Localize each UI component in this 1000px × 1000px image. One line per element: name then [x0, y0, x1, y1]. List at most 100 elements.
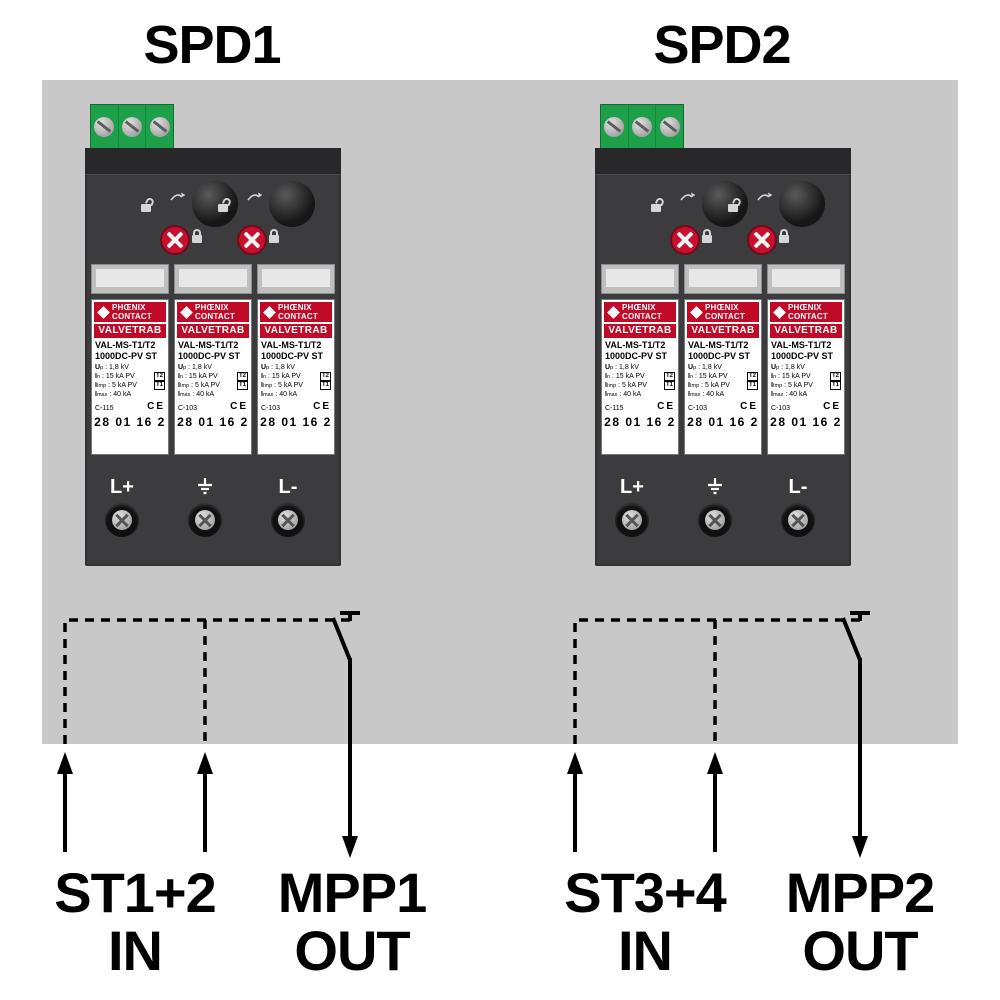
down-arrowhead — [342, 836, 358, 858]
protection-module: PHŒNIX CONTACT VALVETRAB VAL-MS-T1/T2 10… — [91, 264, 169, 455]
terminal-cell — [91, 105, 119, 149]
rotate-arrow-icon — [246, 189, 263, 207]
module-row: PHŒNIX CONTACT VALVETRAB VAL-MS-T1/T2 10… — [91, 264, 335, 455]
connection-name: ST1+2 — [54, 861, 217, 924]
brand-line: CONTACT — [112, 312, 152, 321]
rotate-arrow-icon — [169, 189, 186, 207]
phoenix-contact-logo: PHŒNIX CONTACT — [770, 302, 842, 322]
phoenix-logo-icon — [690, 305, 703, 319]
model-name: VAL-MS-T1/T2 1000DC-PV ST — [602, 338, 678, 361]
product-label: PHŒNIX CONTACT VALVETRAB VAL-MS-T1/T2 10… — [174, 299, 252, 455]
open-lock-icon — [728, 204, 738, 212]
green-terminal-block — [90, 104, 174, 150]
cert-code: C-103 — [178, 405, 198, 412]
brand-line: PHŒNIX — [705, 303, 739, 312]
model-line: VAL-MS-T1/T2 — [261, 340, 322, 350]
status-window — [601, 264, 679, 294]
order-code: 28 01 16 2 — [260, 415, 332, 429]
status-window — [174, 264, 252, 294]
l-minus-label: L- — [788, 476, 808, 498]
module-row: PHŒNIX CONTACT VALVETRAB VAL-MS-T1/T2 10… — [601, 264, 845, 455]
phoenix-logo-icon — [263, 305, 276, 319]
product-label: PHŒNIX CONTACT VALVETRAB VAL-MS-T1/T2 10… — [601, 299, 679, 455]
spd-device: PHŒNIX CONTACT VALVETRAB VAL-MS-T1/T2 10… — [85, 104, 341, 566]
connection-name: MPP1 — [277, 861, 428, 924]
protection-module: PHŒNIX CONTACT VALVETRAB VAL-MS-T1/T2 10… — [174, 264, 252, 455]
top-rail — [85, 148, 341, 175]
test-knob-icon — [269, 181, 315, 227]
product-label: PHŒNIX CONTACT VALVETRAB VAL-MS-T1/T2 10… — [91, 299, 169, 455]
order-code: 28 01 16 2 — [687, 415, 759, 429]
status-window — [91, 264, 169, 294]
model-line: 1000DC-PV ST — [771, 350, 834, 361]
model-line: 1000DC-PV ST — [95, 350, 158, 361]
test-knob-icon — [192, 181, 238, 227]
cert-row: C-103 CE — [258, 399, 334, 412]
phoenix-logo-icon — [97, 305, 110, 319]
connection-direction: OUT — [802, 919, 918, 982]
terminal-screw-icon — [105, 503, 139, 537]
protection-module: PHŒNIX CONTACT VALVETRAB VAL-MS-T1/T2 10… — [257, 264, 335, 455]
order-code: 28 01 16 2 — [177, 415, 249, 429]
terminal-cell — [601, 105, 629, 149]
l-plus-label: L+ — [620, 476, 644, 498]
green-terminal-block — [600, 104, 684, 150]
phoenix-contact-logo: PHŒNIX CONTACT — [604, 302, 676, 322]
connection-name: ST3+4 — [564, 861, 727, 924]
status-window — [257, 264, 335, 294]
order-code: 28 01 16 2 — [604, 415, 676, 429]
phoenix-contact-logo: PHŒNIX CONTACT — [94, 302, 166, 322]
up-arrowhead — [197, 752, 213, 774]
cert-code: C-115 — [605, 405, 624, 412]
terminal-screw-icon — [781, 503, 815, 537]
series-name: VALVETRAB — [260, 324, 332, 338]
brand-line: PHŒNIX — [112, 303, 146, 312]
cert-code: C-115 — [95, 405, 114, 412]
connection-name: MPP2 — [785, 861, 936, 924]
screw-icon — [604, 117, 625, 137]
rotate-arrow-icon — [679, 189, 696, 207]
series-name: VALVETRAB — [770, 324, 842, 338]
cert-code: C-103 — [688, 405, 708, 412]
phoenix-logo-icon — [773, 305, 786, 319]
product-label: PHŒNIX CONTACT VALVETRAB VAL-MS-T1/T2 10… — [684, 299, 762, 455]
model-line: 1000DC-PV ST — [261, 350, 324, 361]
screw-icon — [659, 117, 680, 137]
protection-module: PHŒNIX CONTACT VALVETRAB VAL-MS-T1/T2 10… — [601, 264, 679, 455]
series-name: VALVETRAB — [94, 324, 166, 338]
phoenix-contact-logo: PHŒNIX CONTACT — [260, 302, 332, 322]
phoenix-logo-icon — [607, 305, 620, 319]
model-line: 1000DC-PV ST — [605, 350, 668, 361]
top-rail — [595, 148, 851, 175]
spd-device: PHŒNIX CONTACT VALVETRAB VAL-MS-T1/T2 10… — [595, 104, 851, 566]
product-label: PHŒNIX CONTACT VALVETRAB VAL-MS-T1/T2 10… — [767, 299, 845, 455]
closed-lock-icon — [269, 229, 279, 243]
open-lock-icon — [651, 204, 661, 212]
model-line: VAL-MS-T1/T2 — [178, 340, 239, 350]
closed-lock-icon — [192, 229, 202, 243]
series-name: VALVETRAB — [604, 324, 676, 338]
ce-mark: CE — [313, 401, 331, 412]
ground-icon — [195, 478, 215, 501]
model-name: VAL-MS-T1/T2 1000DC-PV ST — [175, 338, 251, 361]
model-line: VAL-MS-T1/T2 — [688, 340, 749, 350]
brand-line: PHŒNIX — [278, 303, 312, 312]
brand-line: PHŒNIX — [788, 303, 822, 312]
